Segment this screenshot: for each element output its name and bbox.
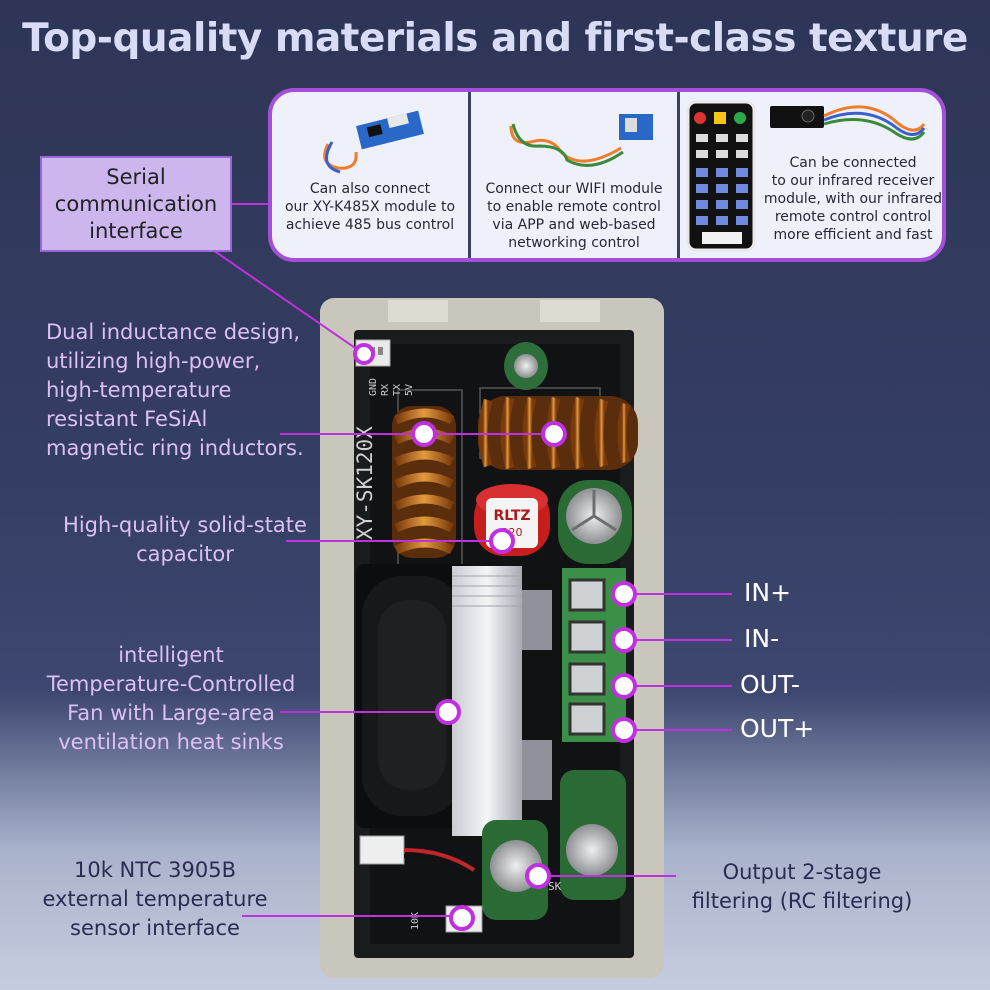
inductance-line3: high-temperature: [46, 378, 232, 402]
marker-capacitor: [489, 528, 515, 554]
inductance-line4: resistant FeSiAl: [46, 407, 208, 431]
capacitor-line2: capacitor: [136, 542, 234, 566]
accessory-modules-panel: Can also connect our XY-K485X module to …: [268, 88, 946, 262]
module-ir-line2: to our infrared receiver: [771, 173, 935, 189]
module-divider: [468, 92, 471, 258]
page-title: Top-quality materials and first-class te…: [22, 16, 968, 61]
capacitor-line1: High-quality solid-state: [63, 513, 307, 537]
fan-callout: intelligent Temperature-Controlled Fan w…: [16, 641, 326, 757]
ntc-line2: external temperature: [42, 887, 268, 911]
inductance-line5: magnetic ring inductors.: [46, 436, 304, 460]
inductance-callout: Dual inductance design, utilizing high-p…: [46, 318, 336, 463]
cap-brand-label: RLTZ: [493, 508, 530, 524]
terminal-in-minus-label: IN-: [744, 624, 780, 653]
module-ir-line1: Can be connected: [789, 155, 917, 171]
serial-interface-label: Serial communication interface: [40, 156, 232, 252]
terminal-block: [562, 568, 626, 742]
module-wifi-line4: networking control: [508, 235, 640, 251]
marker-serial: [353, 343, 375, 365]
marker-out-minus: [611, 673, 637, 699]
terminal-out-minus-label: OUT-: [740, 670, 800, 699]
filter-line2: filtering (RC filtering): [691, 889, 913, 913]
terminal-out-plus-label: OUT+: [740, 714, 815, 743]
pin-label-5v: 5V: [404, 384, 415, 396]
inductance-line1: Dual inductance design,: [46, 320, 301, 344]
marker-in-plus: [611, 581, 637, 607]
marker-ntc: [449, 905, 475, 931]
terminal-in-plus-label: IN+: [744, 578, 792, 607]
module-wifi-line1: Connect our WIFI module: [485, 181, 663, 197]
pin-label-gnd: GND: [368, 378, 379, 396]
fan-line1: intelligent: [118, 643, 224, 667]
heat-sink: [452, 566, 552, 836]
marker-filter: [525, 863, 551, 889]
module-wifi: Connect our WIFI module to enable remote…: [471, 92, 677, 258]
ir-remote-icon: [686, 100, 756, 252]
module-ir-line5: more efficient and fast: [773, 227, 933, 243]
module-rs485-line3: achieve 485 bus control: [285, 217, 455, 233]
module-ir-line4: remote control control: [774, 209, 932, 225]
module-wifi-line2: to enable remote control: [487, 199, 661, 215]
filter-callout: Output 2-stage filtering (RC filtering): [672, 858, 932, 916]
serial-line1: Serial: [106, 165, 166, 189]
module-rs485: Can also connect our XY-K485X module to …: [272, 92, 468, 258]
marker-in-minus: [611, 627, 637, 653]
ntc-callout: 10k NTC 3905B external temperature senso…: [10, 856, 300, 943]
serial-line2: communication: [54, 192, 218, 216]
serial-line3: interface: [89, 219, 183, 243]
marker-inductor-left: [411, 421, 437, 447]
large-capacitor-top: [558, 480, 632, 564]
fan-line4: ventilation heat sinks: [58, 730, 284, 754]
cooling-fan: [356, 564, 474, 828]
module-wifi-line3: via APP and web-based: [492, 217, 656, 233]
marker-fan: [435, 699, 461, 725]
wifi-module-icon: [509, 114, 653, 167]
output-capacitors: SK: [482, 770, 626, 920]
small-capacitor: [504, 342, 548, 390]
fan-line3: Fan with Large-area: [67, 701, 275, 725]
module-divider: [677, 92, 680, 258]
module-rs485-line1: Can also connect: [309, 181, 431, 197]
marker-out-plus: [611, 717, 637, 743]
inductor-left: [392, 406, 456, 558]
sk-board-tag: SK: [548, 880, 562, 893]
inductance-line2: utilizing high-power,: [46, 349, 261, 373]
board-model-label: XY-SK120X: [353, 426, 377, 540]
pin-label-rx: RX: [380, 384, 391, 396]
pin-label-tx: TX: [392, 384, 403, 396]
leader-lines: [209, 203, 732, 917]
ir-receiver-icon: [770, 105, 926, 141]
ntc-board-tag: 10K: [410, 912, 421, 930]
module-rs485-line2: our XY-K485X module to: [284, 199, 456, 215]
module-ir-line3: module, with our infrared: [763, 191, 943, 207]
capacitor-callout: High-quality solid-state capacitor: [40, 511, 330, 569]
ntc-line1: 10k NTC 3905B: [73, 858, 237, 882]
fan-line2: Temperature-Controlled: [46, 672, 296, 696]
ntc-line3: sensor interface: [70, 916, 240, 940]
module-infrared: Can be connected to our infrared receive…: [680, 92, 943, 258]
marker-inductor-right: [541, 421, 567, 447]
rs485-module-icon: [323, 110, 424, 174]
filter-line1: Output 2-stage: [722, 860, 882, 884]
